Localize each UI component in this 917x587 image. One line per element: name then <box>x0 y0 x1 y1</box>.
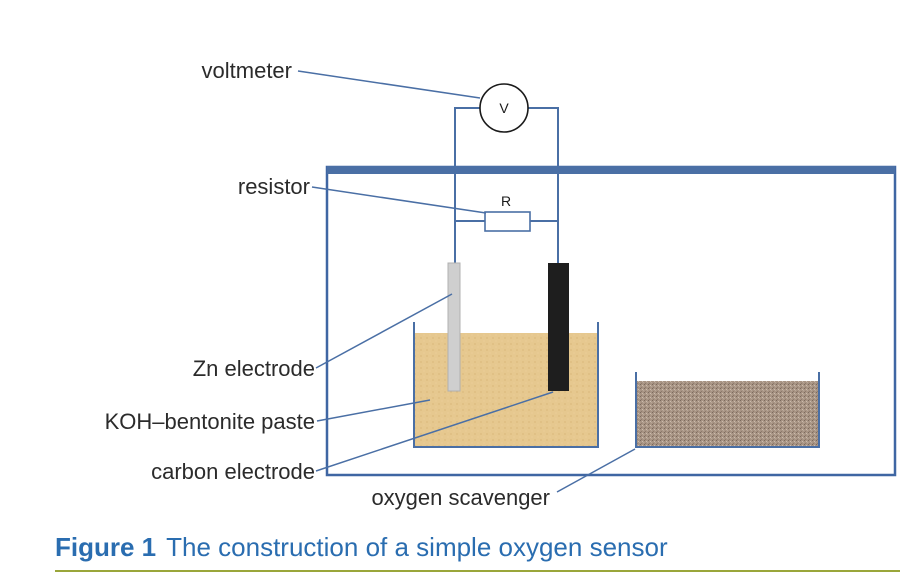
oxygen-scavenger-leader <box>556 448 636 493</box>
voltmeter-symbol <box>479 83 529 133</box>
enclosure-lid <box>327 166 895 174</box>
paste-container <box>413 322 599 448</box>
caption-rule <box>55 570 900 572</box>
resistor-symbol-label: R <box>501 193 511 209</box>
oxygen-scavenger-material <box>636 381 819 446</box>
paste-label: KOH–bentonite paste <box>105 409 315 434</box>
resistor-leader <box>311 186 487 214</box>
voltmeter-leader <box>297 70 481 99</box>
voltmeter-symbol-label: V <box>499 100 509 116</box>
resistor-symbol <box>484 211 531 232</box>
zn-electrode-label: Zn electrode <box>193 356 315 381</box>
figure-title: The construction of a simple oxygen sens… <box>166 532 668 562</box>
scavenger-container <box>635 372 820 448</box>
carbon-electrode <box>548 263 569 391</box>
paste-leader <box>316 399 431 422</box>
carbon-electrode-leader <box>315 391 554 472</box>
voltmeter-label: voltmeter <box>202 58 292 83</box>
oxygen-sensor-diagram: V R voltmeter resistor Zn electrode KOH–… <box>105 58 897 510</box>
figure-caption: Figure 1 The construction of a simple oxy… <box>55 532 668 563</box>
zn-electrode <box>447 262 461 392</box>
carbon-electrode-label: carbon electrode <box>151 459 315 484</box>
oxygen-scavenger-label: oxygen scavenger <box>371 485 550 510</box>
circuit-wires <box>454 107 559 263</box>
figure-number: Figure 1 <box>55 532 157 562</box>
zn-electrode-leader <box>315 293 453 369</box>
resistor-label: resistor <box>238 174 310 199</box>
